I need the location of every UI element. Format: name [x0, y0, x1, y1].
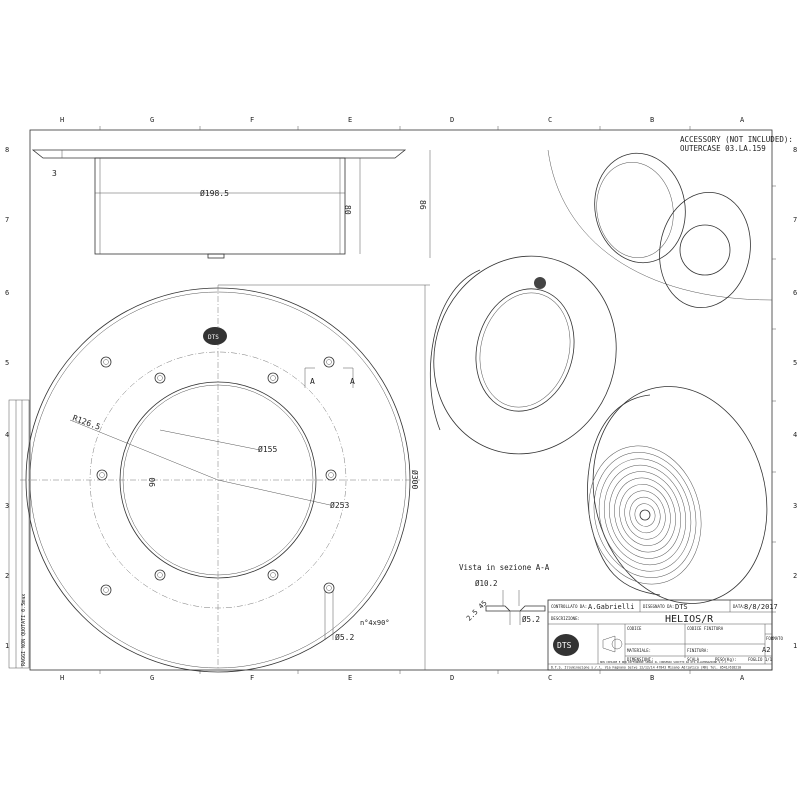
row-label: 7 — [5, 216, 9, 224]
accessory-note-line2: OUTERCASE 03.LA.159 — [680, 144, 766, 153]
dim-outer: Ø300 — [410, 470, 420, 489]
drawing-frame — [29, 129, 773, 671]
isometric-rear-view — [587, 386, 768, 604]
scale-label: SCALA — [687, 657, 700, 662]
dimensions-label: DIMENSIONI: — [627, 657, 654, 662]
column-label: E — [348, 116, 352, 124]
drawn-value: DTS — [675, 603, 688, 611]
row-label: 1 — [5, 642, 9, 650]
checked-value: A.Gabrielli — [588, 603, 634, 611]
code-label: CODICE — [627, 626, 642, 631]
column-label: G — [150, 116, 154, 124]
row-label: 4 — [793, 431, 797, 439]
dim-holes: n°4x90° — [360, 619, 390, 627]
row-label: 2 — [5, 572, 9, 580]
finish-label: FINITURA: — [687, 648, 709, 653]
dim-countersink: Ø10.2 — [475, 579, 498, 588]
sheet-label: FOGLIO 1/1 — [748, 657, 773, 662]
tolerance-table: RAGGI NON QUOTATI 0.5max — [8, 399, 30, 669]
section-marker-left: A — [310, 377, 315, 386]
front-view: DTS R126.5 Ø155 Ø253 Ø300 90 n°4x90° Ø5.… — [20, 284, 430, 673]
dim-section-hole: Ø5.2 — [522, 615, 540, 624]
mounting-holes — [96, 356, 337, 596]
company-address: D.T.S. Illuminazione s.r.l. Via Fagnano … — [551, 666, 741, 670]
dim-radius: R126.5 — [71, 413, 101, 431]
description-label: DESCRIZIONE: — [551, 616, 580, 621]
dim-pcd: Ø253 — [330, 500, 349, 510]
mounting-hole — [325, 469, 337, 481]
dts-logo — [203, 327, 227, 345]
isometric-flange-view — [429, 255, 617, 455]
dim-diameter: Ø198.5 — [200, 188, 229, 198]
column-label: D — [450, 116, 454, 124]
dim-chamfer: 2.5 45 — [465, 599, 489, 623]
mounting-hole — [323, 582, 335, 594]
row-label: 4 — [5, 431, 9, 439]
format-label: FORMATO — [766, 636, 783, 641]
row-label: 8 — [793, 146, 797, 154]
checked-label: CONTROLLATO DA: — [551, 604, 587, 609]
row-label: 5 — [5, 359, 9, 367]
dim-inner: Ø155 — [258, 444, 277, 454]
column-label: H — [60, 674, 64, 682]
logo-text: DTS — [208, 334, 219, 341]
column-label: H — [60, 116, 64, 124]
column-label: F — [250, 116, 254, 124]
section-view: Vista in sezione A-A Ø10.2 2.5 45 Ø5.2 — [459, 563, 550, 625]
tolerance-note: RAGGI NON QUOTATI 0.5max — [21, 594, 27, 666]
company-logo: DTS — [557, 641, 572, 650]
column-label: D — [450, 674, 454, 682]
date-value: 8/8/2017 — [744, 603, 778, 611]
column-label: B — [650, 116, 654, 124]
dim-height: 80 — [343, 205, 352, 215]
format-value: A2 — [762, 646, 770, 654]
mounting-hole — [267, 372, 279, 384]
mounting-hole — [96, 469, 108, 481]
row-label: 6 — [5, 289, 9, 297]
mounting-hole — [323, 356, 335, 368]
weight-label: PESO(Kg): — [715, 657, 737, 662]
row-label: 5 — [793, 359, 797, 367]
row-label: 2 — [793, 572, 797, 580]
date-label: DATA: — [733, 604, 745, 609]
row-label: 8 — [5, 146, 9, 154]
finish-code-label: CODICE FINITURA — [687, 626, 724, 631]
mounting-hole — [100, 356, 112, 368]
column-label: F — [250, 674, 254, 682]
row-label: 3 — [5, 502, 9, 510]
mounting-hole — [100, 584, 112, 596]
row-label: 3 — [793, 502, 797, 510]
column-label: C — [548, 674, 552, 682]
column-label: A — [740, 674, 745, 682]
mounting-hole — [154, 372, 166, 384]
column-label: E — [348, 674, 352, 682]
mounting-hole — [154, 569, 166, 581]
column-label: A — [740, 116, 745, 124]
dim-flange: 3 — [52, 169, 57, 178]
column-label: B — [650, 674, 654, 682]
accessory-note-line1: ACCESSORY (NOT INCLUDED): — [680, 135, 793, 144]
column-label: C — [548, 116, 552, 124]
dim-hole: Ø5.2 — [335, 632, 354, 642]
isometric-accessory-view: ACCESSORY (NOT INCLUDED): OUTERCASE 03.L… — [547, 135, 793, 309]
dim-angle: 90 — [148, 477, 157, 487]
description-value: HELIOS/R — [665, 614, 714, 625]
section-marker-right: A — [350, 377, 355, 386]
top-view: 3 Ø198.5 80 86 — [31, 149, 431, 259]
section-title: Vista in sezione A-A — [459, 563, 550, 572]
row-label: 6 — [793, 289, 797, 297]
material-label: MATERIALE: — [627, 648, 651, 653]
drawn-label: DISEGNATO DA: — [643, 604, 674, 609]
copyright-note: NON COPIARE E NON DIFFONDERE SENZA IL CO… — [600, 660, 728, 664]
title-block: CONTROLLATO DA: A.Gabrielli DISEGNATO DA… — [547, 599, 783, 671]
dim-total: 86 — [418, 200, 427, 210]
column-label: G — [150, 674, 154, 682]
row-label: 7 — [793, 216, 797, 224]
row-label: 1 — [793, 642, 797, 650]
sheet-grid: H H G G F F E E D D C C B B A A 8 8 7 7 6 6 5 5 4 4 3 3 2 2 1 1 — [5, 116, 797, 682]
mounting-hole — [267, 569, 279, 581]
